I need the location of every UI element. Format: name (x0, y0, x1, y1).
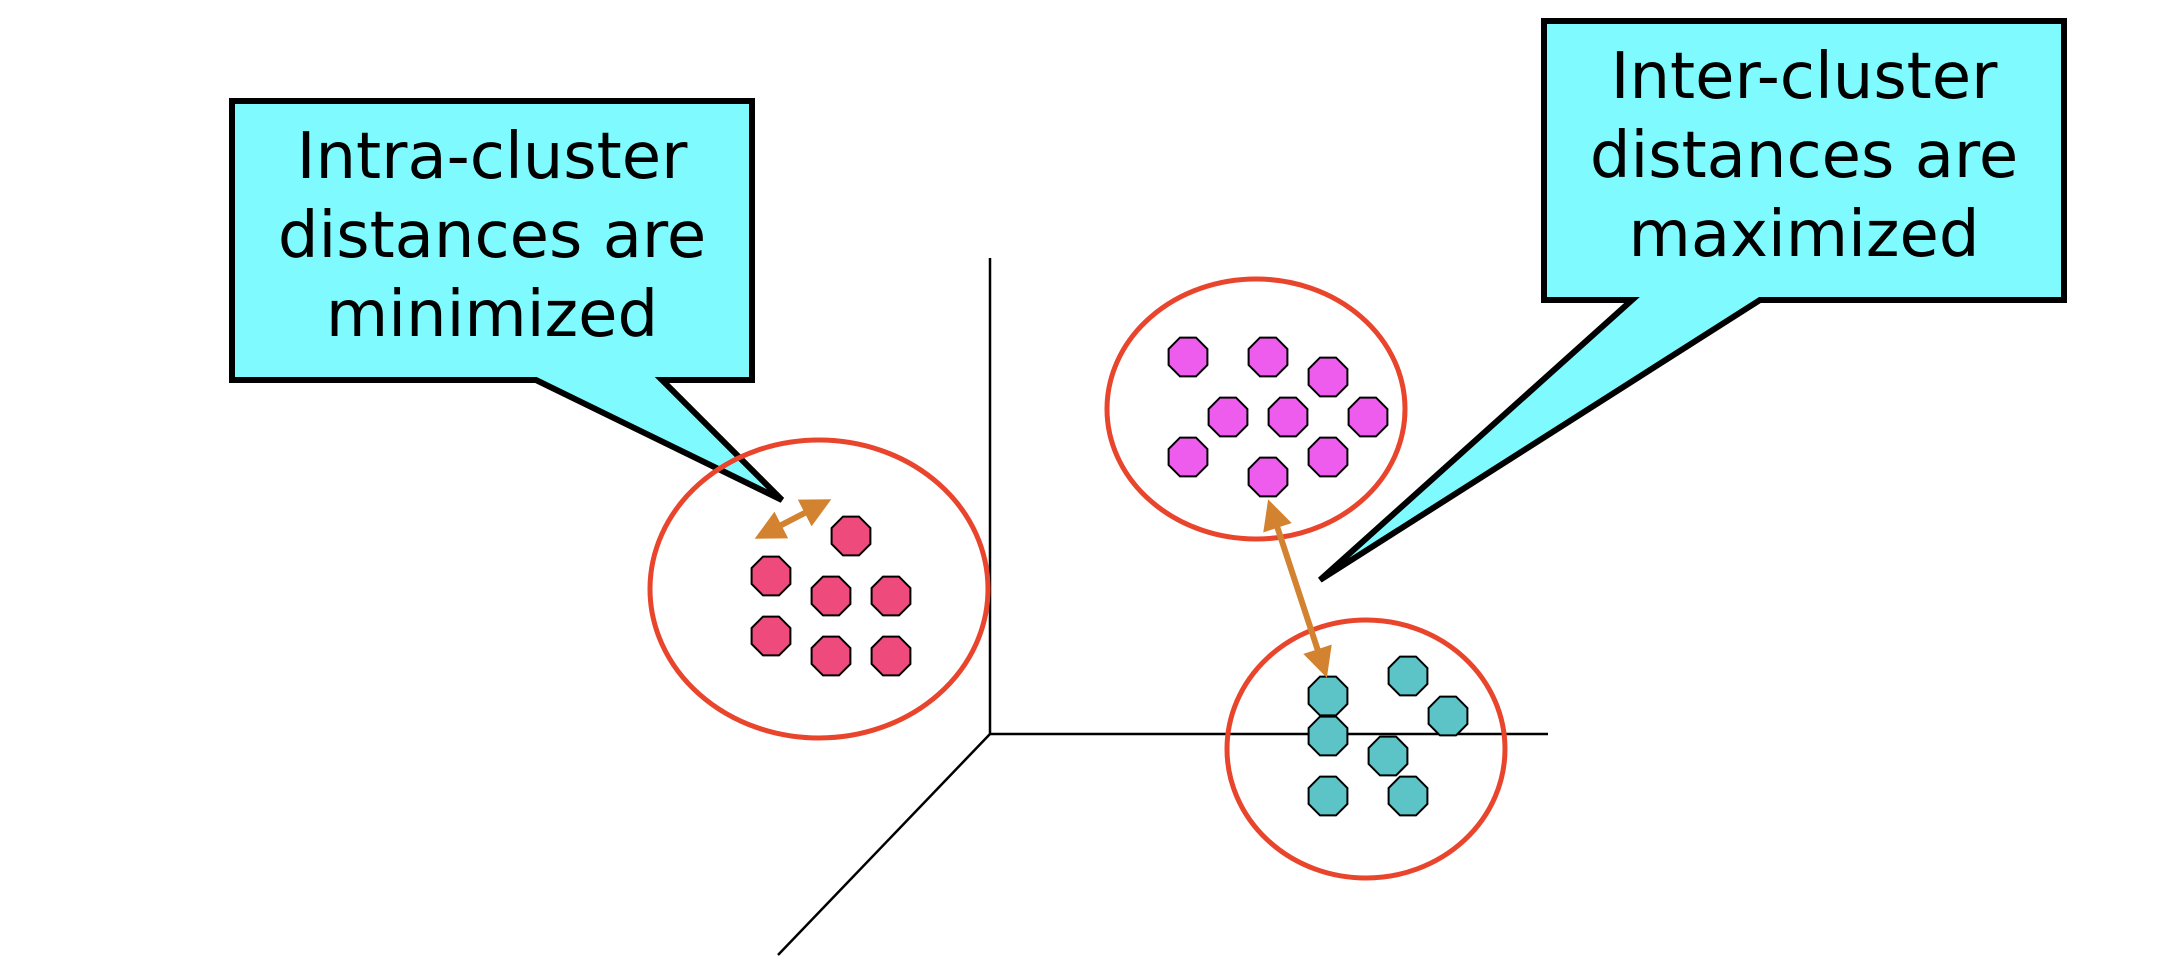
cluster-point-top-8 (1307, 436, 1349, 478)
cluster-point-bottom-4 (1307, 715, 1349, 757)
cluster-ring-top (1104, 276, 1408, 542)
callout-inter-shape (1317, 18, 2067, 583)
cluster-point-bottom-1 (1387, 655, 1429, 697)
callout-inter-line-1: Inter-cluster (1610, 40, 1998, 114)
cluster-point-top-5 (1267, 396, 1309, 438)
callout-inter-line-2: distances are (1589, 119, 2019, 193)
inter-distance-arrow (1263, 499, 1332, 678)
callout-intra: Intra-cluster distances are minimized (232, 118, 752, 358)
callout-intra-shape (229, 98, 785, 503)
cluster-points-bottom (1307, 655, 1469, 817)
cluster-point-bottom-3 (1427, 695, 1469, 737)
cluster-point-left-2 (750, 555, 792, 597)
cluster-point-top-6 (1347, 396, 1389, 438)
cluster-point-bottom-5 (1367, 735, 1409, 777)
cluster-point-top-7 (1167, 436, 1209, 478)
cluster-points-left (750, 515, 912, 677)
intra-distance-arrow (754, 499, 832, 539)
cluster-point-top-9 (1247, 456, 1289, 498)
callout-inter: Inter-cluster distances are maximized (1544, 38, 2064, 278)
cluster-point-top-4 (1207, 396, 1249, 438)
cluster-point-bottom-6 (1307, 775, 1349, 817)
cluster-points-top (1167, 336, 1389, 498)
cluster-point-left-1 (830, 515, 872, 557)
cluster-point-bottom-2 (1307, 675, 1349, 717)
callout-intra-line-1: Intra-cluster (296, 120, 688, 194)
cluster-point-left-7 (870, 635, 912, 677)
callout-intra-line-2: distances are (277, 199, 707, 273)
cluster-point-left-4 (870, 575, 912, 617)
cluster-ring-left (647, 437, 991, 741)
callout-intra-line-3: minimized (325, 278, 659, 352)
cluster-point-left-3 (810, 575, 852, 617)
cluster-point-bottom-7 (1387, 775, 1429, 817)
callout-inter-line-3: maximized (1628, 198, 1980, 272)
cluster-point-top-2 (1247, 336, 1289, 378)
cluster-point-top-1 (1167, 336, 1209, 378)
cluster-point-left-6 (810, 635, 852, 677)
axis-diagonal (777, 733, 991, 956)
cluster-point-top-3 (1307, 356, 1349, 398)
cluster-point-left-5 (750, 615, 792, 657)
cluster-ring-bottom (1224, 617, 1508, 881)
